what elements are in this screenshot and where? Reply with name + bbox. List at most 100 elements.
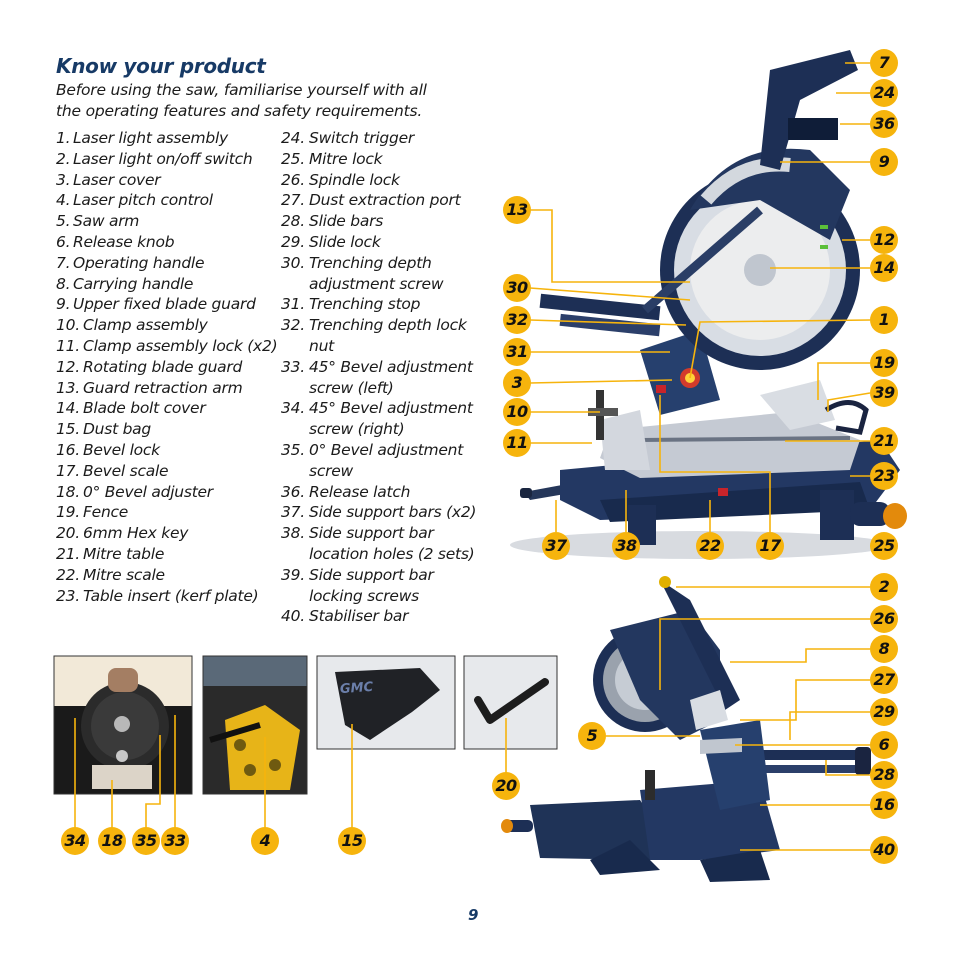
list-item-number: 6.	[56, 232, 71, 251]
list-item-label: 0° Bevel adjuster	[83, 482, 213, 501]
page-number: 9	[468, 906, 479, 924]
list-item-label: Carrying handle	[73, 274, 194, 293]
list-item: 18.0° Bevel adjuster	[56, 482, 286, 503]
list-item-number: 28.	[281, 212, 305, 231]
parts-list-left: 1.Laser light assembly 2.Laser light on/o…	[56, 128, 286, 606]
list-item-label: Release knob	[73, 232, 175, 251]
callout-13: 13	[503, 196, 531, 224]
list-item-label: Rotating blade guard	[83, 357, 243, 376]
list-item-label: Side support bar locking screws	[309, 565, 434, 605]
list-item-number: 34.	[281, 399, 305, 418]
leader-lines	[74, 62, 871, 851]
list-item-label: 0° Bevel adjustment screw	[309, 440, 464, 480]
callout-12: 12	[870, 226, 898, 254]
list-item-number: 26.	[281, 170, 305, 189]
list-item-label: Table insert (kerf plate)	[83, 586, 259, 605]
callout-25: 25	[870, 532, 898, 560]
callout-32: 32	[503, 306, 531, 334]
list-item-label: Trenching stop	[309, 295, 421, 314]
callout-1: 1	[870, 306, 898, 334]
callout-38: 38	[612, 532, 640, 560]
callout-26: 26	[870, 605, 898, 633]
list-item-number: 25.	[281, 149, 305, 168]
callout-5: 5	[578, 722, 606, 750]
photo-laser-control	[203, 656, 307, 794]
list-item-label: Bevel lock	[83, 440, 160, 459]
callout-14: 14	[870, 254, 898, 282]
photo-dust-bag	[317, 656, 455, 749]
list-item-number: 7.	[56, 253, 71, 272]
list-item-number: 32.	[281, 316, 305, 335]
list-item-number: 1.	[56, 129, 71, 147]
intro-text: Before using the saw, familiarise yourse…	[56, 81, 427, 120]
callout-20: 20	[492, 772, 520, 800]
callout-40: 40	[870, 836, 898, 864]
page-title: Know your product	[56, 54, 266, 78]
list-item: 9.Upper fixed blade guard	[56, 294, 286, 315]
callout-15: 15	[338, 827, 366, 855]
callout-24: 24	[870, 79, 898, 107]
list-item: 19.Fence	[56, 502, 286, 523]
list-item: 40.Stabiliser bar	[281, 606, 481, 627]
list-item: 25.Mitre lock	[281, 149, 481, 170]
list-item-label: Spindle lock	[309, 170, 400, 189]
main-saw-illustration	[510, 50, 907, 559]
list-item: 15.Dust bag	[56, 419, 286, 440]
list-item-label: Bevel scale	[83, 461, 169, 480]
list-item: 32.Trenching depth lock nut	[281, 315, 481, 357]
list-item-label: 45° Bevel adjustment screw (left)	[309, 357, 473, 397]
list-item-number: 18.	[56, 482, 80, 501]
list-item: 16.Bevel lock	[56, 440, 286, 461]
side-saw-illustration	[501, 576, 871, 882]
list-item-label: Clamp assembly	[83, 316, 208, 335]
list-item-number: 5.	[56, 212, 71, 231]
list-item: 12.Rotating blade guard	[56, 357, 286, 378]
list-item-label: Blade bolt cover	[83, 399, 206, 418]
list-item: 26.Spindle lock	[281, 170, 481, 191]
list-item-number: 13.	[56, 378, 80, 397]
list-item: 35.0° Bevel adjustment screw	[281, 440, 481, 482]
list-item-number: 4.	[56, 191, 71, 210]
callout-28: 28	[870, 761, 898, 789]
list-item-number: 30.	[281, 253, 305, 272]
list-item: 5.Saw arm	[56, 211, 286, 232]
list-item: 2.Laser light on/off switch	[56, 149, 286, 170]
list-item: 29.Slide lock	[281, 232, 481, 253]
list-item-number: 37.	[281, 503, 305, 522]
list-item-number: 27.	[281, 191, 305, 210]
list-item-number: 20.	[56, 524, 80, 543]
list-item: 20.6mm Hex key	[56, 523, 286, 544]
list-item-number: 31.	[281, 295, 305, 314]
list-item: 3.Laser cover	[56, 170, 286, 191]
list-item: 11.Clamp assembly lock (x2)	[56, 336, 286, 357]
callout-2: 2	[870, 573, 898, 601]
callout-10: 10	[503, 398, 531, 426]
list-item-label: Upper fixed blade guard	[73, 295, 256, 314]
list-item-label: Laser light assembly	[73, 129, 228, 147]
callout-19: 19	[870, 349, 898, 377]
callout-17: 17	[756, 532, 784, 560]
list-item: 22.Mitre scale	[56, 565, 286, 586]
list-item: 31.Trenching stop	[281, 294, 481, 315]
list-item-number: 11.	[56, 336, 80, 355]
list-item-number: 24.	[281, 129, 305, 147]
callout-6: 6	[870, 731, 898, 759]
list-item-number: 23.	[56, 586, 80, 605]
list-item-number: 38.	[281, 524, 305, 543]
list-item-label: 6mm Hex key	[83, 524, 189, 543]
list-item-label: Laser light on/off switch	[73, 149, 253, 168]
list-item-number: 33.	[281, 357, 305, 376]
list-item-number: 8.	[56, 274, 71, 293]
list-item-number: 12.	[56, 357, 80, 376]
list-item-number: 39.	[281, 565, 305, 584]
list-item-number: 29.	[281, 232, 305, 251]
callout-11: 11	[503, 429, 531, 457]
callout-33: 33	[161, 827, 189, 855]
list-item: 28.Slide bars	[281, 211, 481, 232]
list-item-label: Trenching depth lock nut	[309, 316, 467, 355]
list-item: 14.Blade bolt cover	[56, 398, 286, 419]
callout-18: 18	[98, 827, 126, 855]
callout-8: 8	[870, 635, 898, 663]
